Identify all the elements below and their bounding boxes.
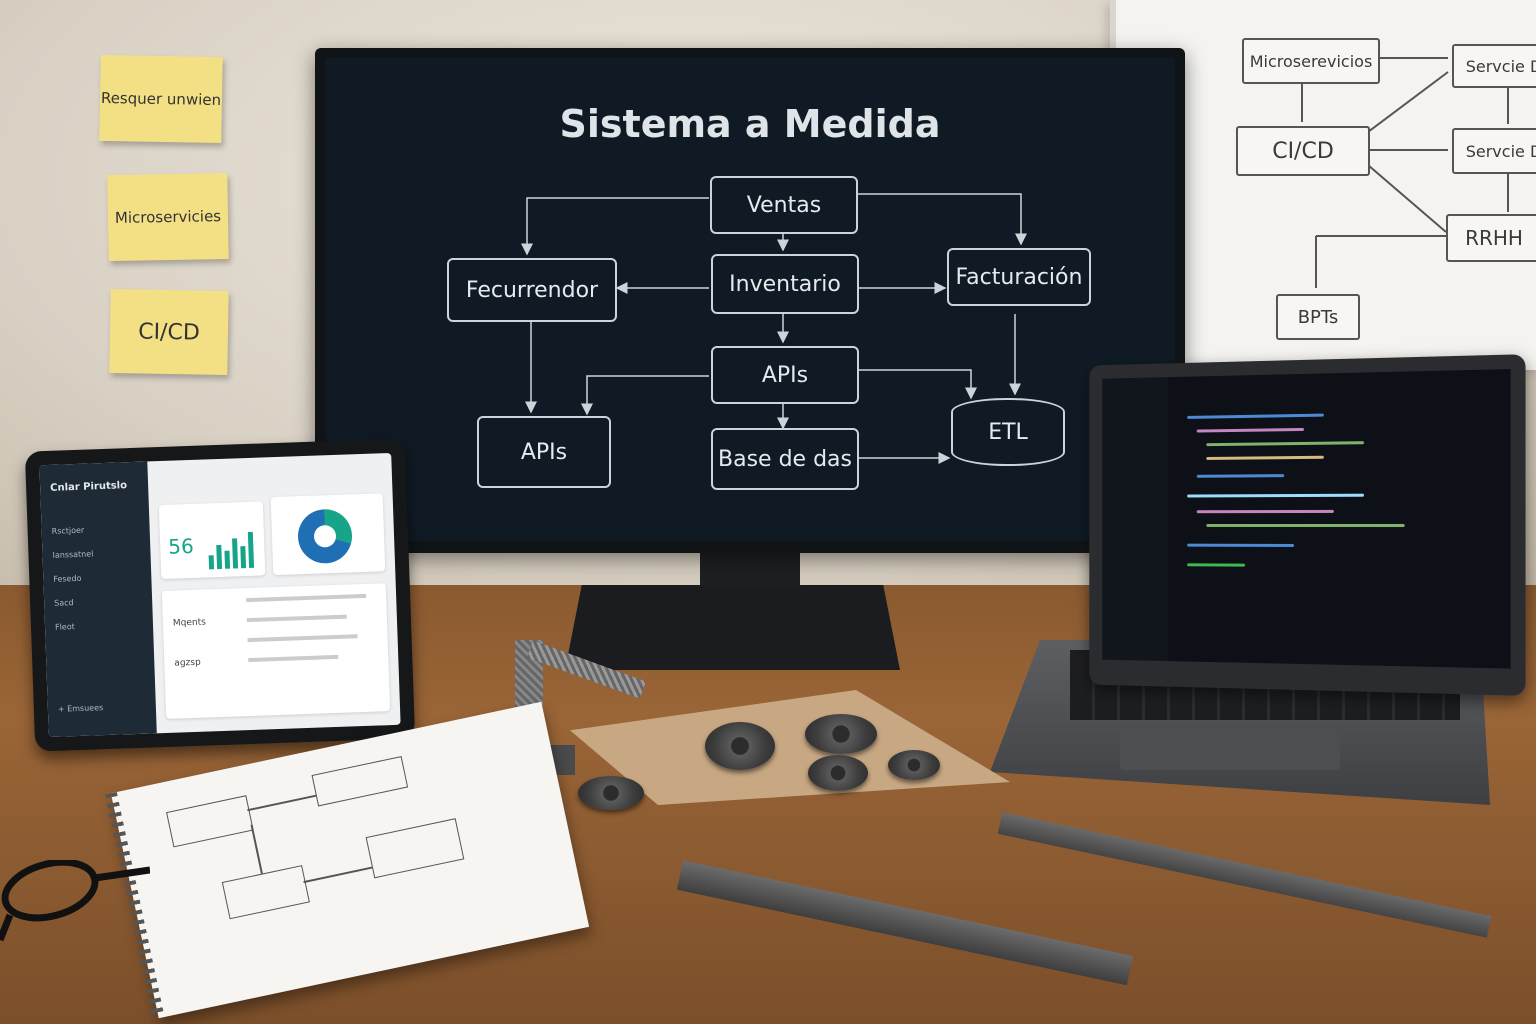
kpi-card: 56 [158,501,266,580]
laptop [1089,354,1526,696]
whiteboard-arrows [1301,57,1509,288]
laptop-trackpad[interactable] [1120,730,1340,770]
diagram-title: Sistema a Medida [559,102,941,146]
list-item[interactable]: Mqents [172,617,207,629]
tablet-nav-item[interactable]: Ianssatnel [52,549,94,560]
whiteboard-servicio-2: Servcie D [1452,128,1536,174]
bar [224,550,231,569]
tablet: Cnlar Pirutslo Rsctjoer Ianssatnel Fesed… [24,438,416,752]
whiteboard-bpts: BPTs [1276,294,1360,340]
node-ventas: Ventas [710,176,858,234]
sticky-note-2: Microservicies [107,172,229,262]
diagram-connectors [521,193,1027,464]
tablet-nav-item[interactable]: Fleot [54,622,75,632]
node-apis-center: APIs [711,346,859,404]
tablet-sidebar: Cnlar Pirutslo Rsctjoer Ianssatnel Fesed… [39,461,157,738]
code-editor-sidebar [1102,377,1169,662]
gear [805,714,877,754]
monitor: Sistema a Medida Vent [315,48,1185,553]
donut-chart [297,508,353,565]
bar [232,538,239,569]
laptop-screen [1102,369,1511,669]
gear [808,755,868,791]
whiteboard-servicio-1: Servcie D [1452,44,1536,88]
whiteboard-cicd: CI/CD [1236,126,1370,176]
donut-card [270,493,386,576]
whiteboard-microservicios: Microserevicios [1242,38,1380,84]
node-base-de-datos: Base de das [711,428,859,490]
gear [578,776,644,810]
list-card: Mqents agzsp [161,583,391,719]
tablet-add-button[interactable]: + Emsuees [57,703,104,714]
bar-chart [208,528,259,570]
node-apis-left: APIs [477,416,611,488]
node-inventario: Inventario [711,254,859,314]
whiteboard-rrhh: RRHH [1446,214,1536,262]
tablet-app-title: Cnlar Pirutslo [49,480,128,494]
tablet-nav-item[interactable]: Fesedo [53,573,82,584]
kpi-value: 56 [167,533,195,559]
sticky-note-1: Resquer unwien [99,54,223,144]
eyeglasses [0,860,150,942]
node-etl: ETL [951,398,1065,466]
tablet-nav-item[interactable]: Rsctjoer [51,525,85,536]
monitor-screen: Sistema a Medida Vent [325,58,1175,541]
bar [240,546,247,569]
monitor-base [565,585,900,670]
list-item[interactable]: agzsp [174,657,201,669]
node-facturacion: Facturación [947,248,1091,306]
gear [888,750,940,780]
sticky-note-3: CI/CD [109,288,229,376]
tablet-nav-item[interactable]: Sacd [54,598,74,608]
tablet-screen: Cnlar Pirutslo Rsctjoer Ianssatnel Fesed… [39,452,401,738]
bar [208,555,215,570]
bar [247,531,255,568]
gear [705,722,775,770]
node-fecurrendor: Fecurrendor [447,258,617,322]
bar [216,544,223,570]
